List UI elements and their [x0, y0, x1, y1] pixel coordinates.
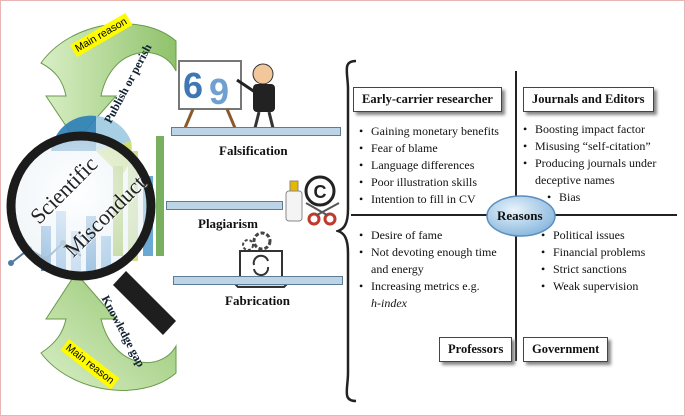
falsification-bar [171, 127, 341, 136]
list-item: Desire of fame [359, 227, 497, 244]
list-item: Misusing “self-citation” [523, 138, 656, 155]
list-item-continuation: h-index [371, 296, 407, 310]
early-career-title: Early-carrier researcher [353, 87, 502, 112]
journals-list: Boosting impact factor Misusing “self-ci… [523, 121, 656, 206]
list-item: Not devoting enough time [359, 244, 497, 261]
early-career-list: Gaining monetary benefits Fear of blame … [359, 123, 499, 208]
reasons-ellipse [486, 195, 556, 237]
fabrication-label: Fabrication [225, 293, 290, 308]
easel-painter-icon: 6 9 [178, 60, 275, 129]
list-item: Increasing metrics e.g. [359, 278, 497, 295]
svg-text:C: C [314, 182, 327, 202]
list-item: Poor illustration skills [359, 174, 499, 191]
list-item: Bias [523, 189, 656, 206]
curly-brace [336, 59, 357, 403]
government-list: Political issues Financial problems Stri… [541, 227, 645, 295]
reasons-label: Reasons [497, 208, 543, 223]
list-item: Political issues [541, 227, 645, 244]
list-item: Strict sanctions [541, 261, 645, 278]
svg-text:9: 9 [209, 71, 229, 112]
list-item: Language differences [359, 157, 499, 174]
list-item-continuation: and energy [371, 262, 424, 276]
fabrication-bar [173, 276, 343, 285]
plagiarism-label: Plagiarism [198, 216, 258, 231]
magnifier-lens [6, 131, 156, 281]
plagiarism-bar [166, 201, 283, 210]
list-item: Boosting impact factor [523, 121, 656, 138]
professors-list: Desire of fame Not devoting enough time … [359, 227, 497, 312]
falsification-label: Falsification [219, 143, 288, 158]
glue-copyright-scissors-icon: C [285, 175, 340, 226]
list-item-continuation: deceptive names [535, 173, 615, 187]
list-item: Financial problems [541, 244, 645, 261]
svg-text:6: 6 [183, 65, 203, 106]
government-title: Government [523, 337, 609, 362]
list-item: Gaining monetary benefits [359, 123, 499, 140]
list-item: Intention to fill in CV [359, 191, 499, 208]
list-item: Producing journals under [523, 155, 656, 172]
magnifier-handle [113, 271, 176, 335]
journals-title: Journals and Editors [523, 87, 654, 112]
professors-title: Professors [439, 337, 513, 362]
list-item: Fear of blame [359, 140, 499, 157]
list-item: Weak supervision [541, 278, 645, 295]
